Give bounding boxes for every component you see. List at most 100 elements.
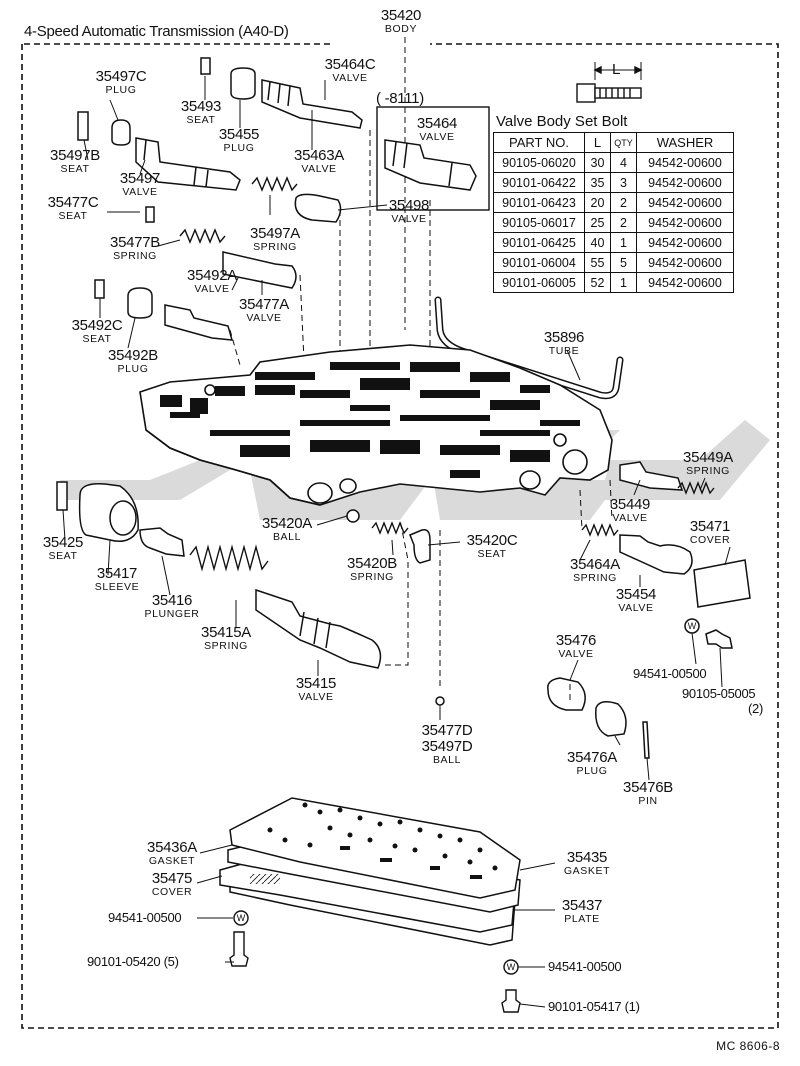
- valve-35477a: [222, 251, 297, 289]
- part-desc: VALVE: [301, 162, 337, 175]
- plug-35455: [230, 67, 256, 100]
- cell: 2: [610, 192, 637, 213]
- plug-35492b: [127, 287, 153, 319]
- part-number: 35420A: [262, 515, 312, 532]
- bolt-left: [229, 931, 249, 967]
- part-desc: VALVE: [332, 71, 368, 84]
- part-number: 35464A: [570, 556, 620, 573]
- part-desc: VALVE: [122, 185, 158, 198]
- spring-35497a: [251, 176, 298, 192]
- cell: 30: [584, 152, 611, 173]
- bolt-left-label: 90101-05420 (5): [87, 954, 179, 969]
- cell: 94542-00600: [636, 212, 734, 233]
- part-desc: SEAT: [82, 332, 112, 345]
- part-number: 35475: [151, 870, 193, 887]
- cell: 94542-00600: [636, 152, 734, 173]
- valve-35492a: [164, 304, 234, 341]
- part-desc: SPRING: [350, 570, 394, 583]
- part-number: 35498: [388, 197, 430, 214]
- cell: 94542-00600: [636, 272, 734, 293]
- seat-35477c: [145, 206, 155, 223]
- part-number: 35464C: [324, 56, 376, 73]
- cell: 1: [610, 232, 637, 253]
- main-part-desc: BODY: [384, 22, 418, 35]
- part-number: 35497A: [250, 225, 300, 242]
- cell: 90101-06004: [493, 252, 585, 273]
- bolt-table-header: PART NO. L QTY WASHER: [493, 132, 734, 153]
- part-desc: TUBE: [548, 344, 580, 357]
- cell: 2: [610, 212, 637, 233]
- washer-left-label: 94541-00500: [108, 910, 182, 925]
- part-desc: VALVE: [558, 647, 594, 660]
- part-desc: PLUG: [576, 764, 608, 777]
- part-desc: SEAT: [477, 547, 507, 560]
- part-desc: SEAT: [186, 113, 216, 126]
- cell: 90101-06005: [493, 272, 585, 293]
- outer-frame: [21, 43, 779, 1029]
- part-desc: PLATE: [564, 912, 600, 925]
- part-desc: VALVE: [618, 601, 654, 614]
- part-desc: SPRING: [686, 464, 730, 477]
- part-desc: PIN: [638, 794, 658, 807]
- seat-35492c: [94, 279, 105, 299]
- valve-35449: [619, 461, 684, 491]
- cell: 35: [584, 172, 611, 193]
- washer-cover-label: 94541-00500: [633, 666, 707, 681]
- washer-right-symbol: W: [507, 962, 516, 972]
- range-bracket-box: [376, 106, 490, 211]
- part-desc: VALVE: [612, 511, 648, 524]
- valve-35415: [255, 588, 382, 669]
- plunger-35416: [139, 527, 185, 557]
- footer-code: MC 8606-8: [716, 1039, 780, 1053]
- cell: 40: [584, 232, 611, 253]
- col-qty: QTY: [610, 132, 637, 153]
- part-label: 35477D: [422, 723, 473, 739]
- cell: 5: [610, 252, 637, 273]
- seat-35425: [56, 481, 68, 511]
- part-number: 35476: [555, 632, 597, 649]
- part-number: 35420C: [466, 532, 518, 549]
- cover-35471: [693, 559, 751, 608]
- main-part-number: 35420: [380, 7, 422, 24]
- part-desc: SEAT: [58, 209, 88, 222]
- part-number: 35435: [566, 849, 608, 866]
- plates-stack: [219, 797, 521, 946]
- part-number: 35420B: [347, 555, 397, 572]
- washer-left-symbol: W: [237, 913, 246, 923]
- washer-right-label: 94541-00500: [548, 959, 622, 974]
- main-part-label: 35420 BODY: [380, 7, 422, 35]
- part-number: 35497B: [50, 147, 100, 164]
- cell: 20: [584, 192, 611, 213]
- cell: 3: [610, 172, 637, 193]
- valve-35464c: [261, 79, 363, 129]
- part-number: 35464: [416, 115, 458, 132]
- part-number: 35437: [561, 897, 603, 914]
- spring-35415a: [189, 544, 269, 572]
- cell: 94542-00600: [636, 192, 734, 213]
- spring-35464a: [581, 523, 619, 537]
- part-number: 35477B: [110, 234, 160, 251]
- ball-35420a: [346, 509, 360, 523]
- part-desc: PLUG: [117, 362, 149, 375]
- col-l: L: [584, 132, 611, 153]
